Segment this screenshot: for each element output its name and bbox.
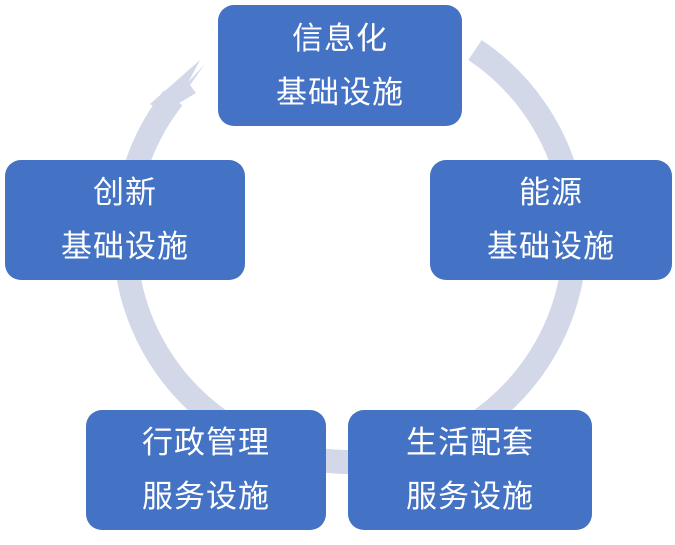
node-label-line2: 基础设施 bbox=[276, 74, 404, 111]
node-energy-infrastructure: 能源 基础设施 bbox=[430, 160, 672, 280]
node-innovation-infrastructure: 创新 基础设施 bbox=[5, 160, 245, 280]
node-living-service-facilities: 生活配套 服务设施 bbox=[348, 410, 592, 530]
node-label-line1: 行政管理 bbox=[142, 425, 270, 461]
node-label-line1: 生活配套 bbox=[406, 425, 534, 461]
node-administrative-service-facilities: 行政管理 服务设施 bbox=[86, 410, 326, 530]
node-label-line1: 能源 bbox=[519, 175, 583, 211]
node-label-line2: 服务设施 bbox=[406, 479, 534, 515]
node-label-line1: 创新 bbox=[93, 175, 157, 211]
cycle-arrow-head-fill bbox=[150, 60, 200, 117]
node-label-line2: 基础设施 bbox=[487, 229, 615, 265]
node-label-line2: 服务设施 bbox=[142, 479, 270, 515]
node-informatization-infrastructure: 信息化 基础设施 bbox=[218, 5, 462, 126]
node-label-line2: 基础设施 bbox=[61, 229, 189, 265]
node-label-line1: 信息化 bbox=[292, 20, 388, 57]
